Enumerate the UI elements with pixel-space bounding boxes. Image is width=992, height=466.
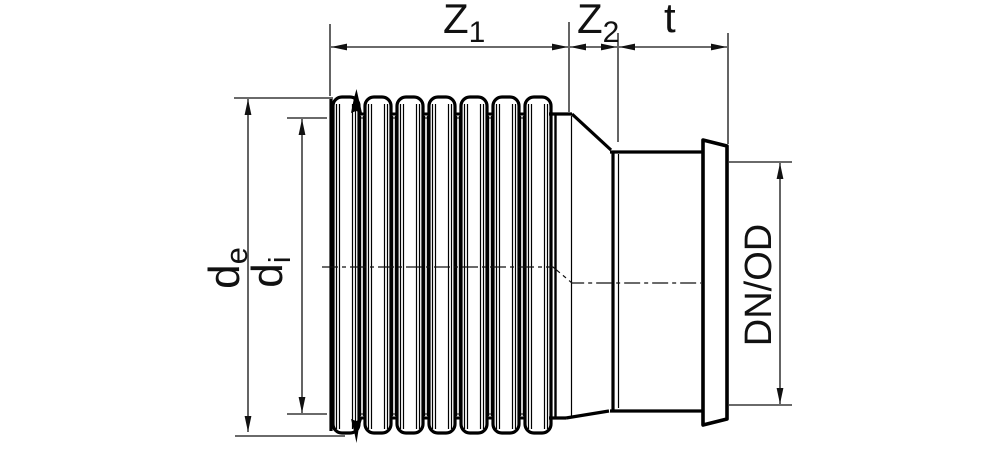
arrow-di-top xyxy=(298,119,306,135)
dim-label-di: di xyxy=(243,256,297,287)
arrow-de-top xyxy=(244,99,252,115)
taper-bottom-edge xyxy=(565,409,610,420)
arrow-z1-right xyxy=(552,43,568,51)
section-mark-bottom xyxy=(351,419,362,443)
corrugated-pipe-body xyxy=(331,95,553,435)
dim-label-de: de xyxy=(200,247,254,289)
arrowheads xyxy=(244,43,784,432)
pipe-outline xyxy=(329,99,704,431)
dim-label-z1: Z1 xyxy=(443,0,485,49)
arrow-de-bottom xyxy=(244,416,252,432)
section-mark-top xyxy=(351,89,362,113)
arrow-dnod-top xyxy=(776,163,784,179)
arrow-z1-left xyxy=(331,43,347,51)
arrow-z2-left xyxy=(570,43,586,51)
section-marks xyxy=(351,89,362,443)
dimension-lines xyxy=(247,46,781,432)
dimension-labels: Z1 Z2 t de di DN/OD xyxy=(200,0,780,346)
dim-label-dnod: DN/OD xyxy=(738,224,780,346)
dim-label-t: t xyxy=(664,0,676,41)
arrow-z2-right xyxy=(601,43,617,51)
socket-lip xyxy=(701,138,729,427)
extension-lines xyxy=(234,22,792,437)
arrow-di-bottom xyxy=(298,397,306,413)
arrow-t-left xyxy=(619,43,635,51)
taper-top-edge xyxy=(570,112,613,152)
centerline xyxy=(322,266,701,284)
dim-label-z2: Z2 xyxy=(577,0,619,49)
arrow-t-right xyxy=(711,43,727,51)
arrow-dnod-bottom xyxy=(776,388,784,404)
